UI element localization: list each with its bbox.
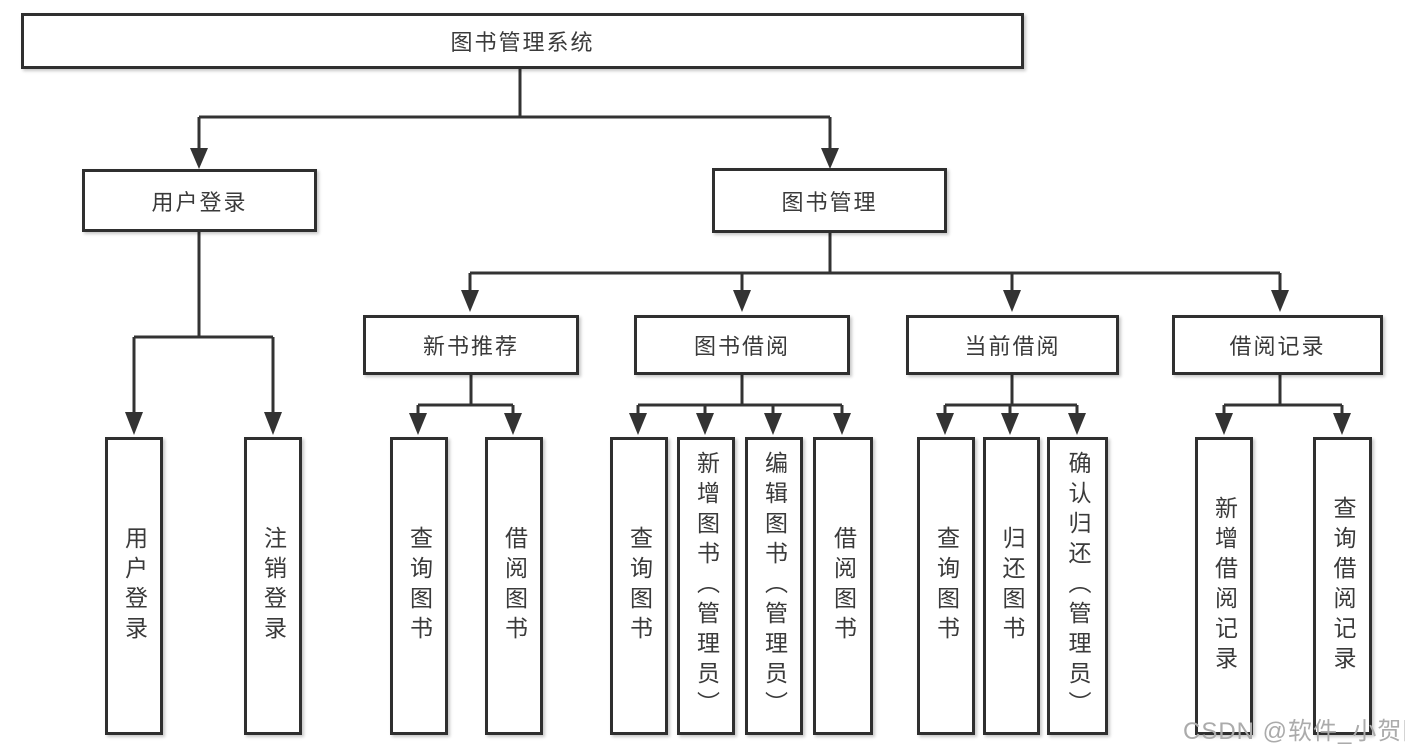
leaf-borrow-books: 借阅图书 xyxy=(813,437,873,735)
leaf-query-books-current: 查询图书 xyxy=(917,437,975,735)
leaf-label: 借阅图书 xyxy=(501,526,528,646)
node-label: 图书管理 xyxy=(781,189,878,215)
node-label: 图书借阅 xyxy=(693,334,790,359)
node-new-book-recommend: 新书推荐 xyxy=(363,315,579,375)
node-book-borrow: 图书借阅 xyxy=(634,315,850,375)
node-label: 用户登录 xyxy=(151,189,248,215)
leaf-logout: 注销登录 xyxy=(244,437,302,735)
node-label: 新书推荐 xyxy=(422,334,519,359)
leaf-label: 新增图书（管理员） xyxy=(693,451,720,721)
node-current-borrow: 当前借阅 xyxy=(906,315,1119,375)
node-library-management-system: 图书管理系统 xyxy=(21,13,1024,69)
leaf-label: 编辑图书（管理员） xyxy=(761,451,788,721)
leaf-add-borrow-record: 新增借阅记录 xyxy=(1195,437,1253,735)
node-borrow-records: 借阅记录 xyxy=(1172,315,1383,375)
leaf-user-login: 用户登录 xyxy=(105,437,163,735)
leaf-query-books-borrow: 查询图书 xyxy=(610,437,668,735)
leaf-add-book-admin: 新增图书（管理员） xyxy=(677,437,735,735)
leaf-return-book: 归还图书 xyxy=(983,437,1040,735)
leaf-label: 新增借阅记录 xyxy=(1211,496,1238,676)
csdn-watermark: CSDN @软件_小贺同学 xyxy=(1183,718,1405,745)
node-book-management: 图书管理 xyxy=(712,168,947,233)
leaf-label: 注销登录 xyxy=(260,526,287,646)
leaf-borrow-books-recommend: 借阅图书 xyxy=(485,437,543,735)
leaf-label: 查询图书 xyxy=(626,526,653,646)
leaf-label: 查询图书 xyxy=(406,526,433,646)
leaf-query-books-recommend: 查询图书 xyxy=(390,437,448,735)
leaf-label: 查询借阅记录 xyxy=(1330,496,1356,676)
leaf-label: 借阅图书 xyxy=(830,526,857,646)
node-label: 图书管理系统 xyxy=(450,30,595,55)
node-user-login: 用户登录 xyxy=(82,169,317,232)
leaf-label: 查询图书 xyxy=(933,526,960,646)
leaf-label: 归还图书 xyxy=(999,526,1025,646)
node-label: 当前借阅 xyxy=(964,334,1061,359)
leaf-query-borrow-record: 查询借阅记录 xyxy=(1313,437,1372,735)
leaf-label: 确认归还（管理员） xyxy=(1065,451,1091,721)
leaf-edit-book-admin: 编辑图书（管理员） xyxy=(745,437,803,735)
leaf-confirm-return-admin: 确认归还（管理员） xyxy=(1047,437,1108,735)
node-label: 借阅记录 xyxy=(1229,334,1326,359)
leaf-label: 用户登录 xyxy=(121,526,148,646)
